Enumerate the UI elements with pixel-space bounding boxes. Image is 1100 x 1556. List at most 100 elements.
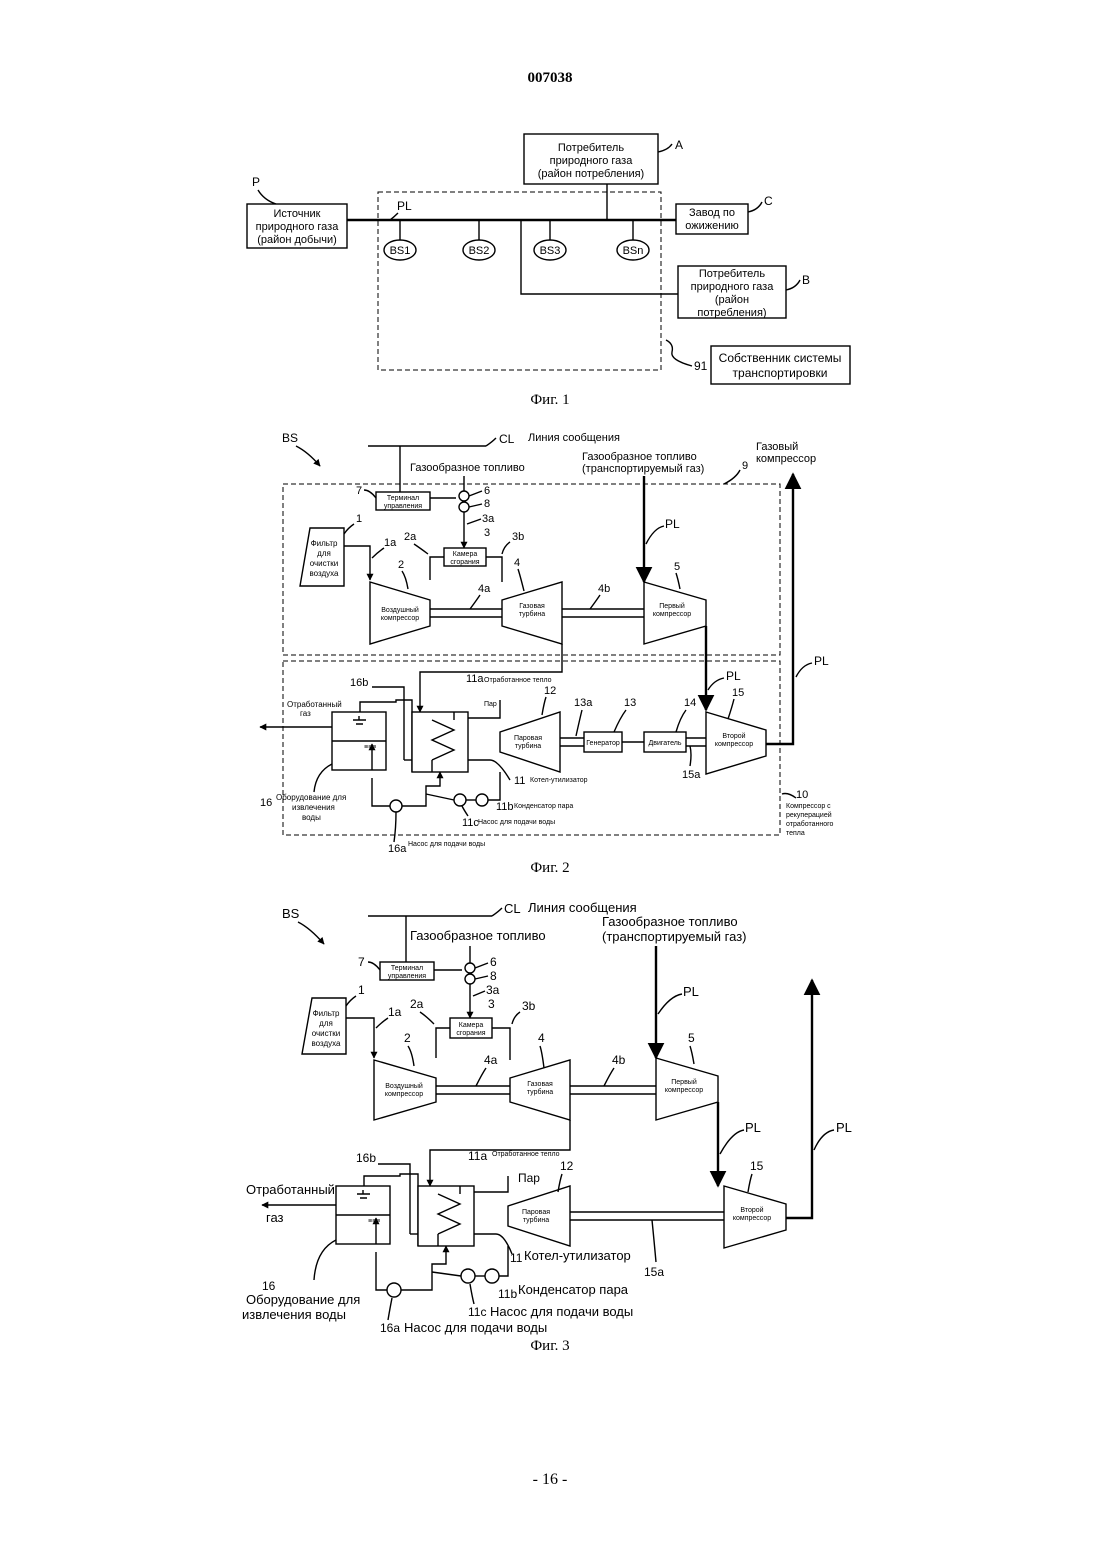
fig2-ref-12: 12 (544, 685, 556, 697)
fig3-water-surface: ≡≡≡ (368, 1218, 380, 1225)
fig3-valve-6 (465, 963, 475, 973)
fig2-ref-9: 9 (742, 460, 748, 472)
fig3-air-compressor (374, 1060, 436, 1120)
fig3-boiler (418, 1186, 474, 1246)
owner-line1: Собственник системы (719, 351, 842, 365)
fig2-second-compressor-1: Второй (722, 732, 745, 740)
consumer-b-line4: потребления) (697, 307, 766, 319)
fig2-condenser-label: Конденсатор пара (514, 803, 573, 810)
fig1-caption: Фиг. 1 (530, 392, 569, 408)
plant-c-line1: Завод по (689, 207, 735, 219)
fig2-air-compressor-2: компрессор (381, 615, 419, 622)
fig3-ref-11c: 11c (468, 1305, 486, 1319)
fig3-ref-pl1: PL (683, 984, 699, 999)
fig2-recup-compressor-2: рекуперацией (786, 811, 832, 819)
fig3-condenser-label: Конденсатор пара (518, 1282, 629, 1297)
fig2-control-terminal-1: Терминал (387, 495, 419, 502)
fig3-pump-11c (461, 1269, 475, 1283)
fig2-water-surface: ≡≡≡ (364, 744, 376, 751)
fig3-comm-line-label: Линия сообщения (528, 900, 637, 915)
figure-1: Потребитель природного газа (район потре… (247, 134, 850, 408)
fig3-fuel-gas: Газообразное топливо (410, 928, 546, 943)
fig3-ref-4b: 4b (612, 1053, 626, 1067)
fig2-ref-pl3: PL (814, 654, 829, 668)
fig2-combustor-2: сгорания (450, 559, 479, 566)
ref-a: A (675, 138, 683, 152)
consumer-a-line1: Потребитель (558, 142, 624, 154)
fig3-combustor-2: сгорания (456, 1030, 485, 1037)
fig3-ref-5: 5 (688, 1031, 695, 1045)
fig2-ref-4: 4 (514, 557, 520, 569)
fig2-feed-pump-label: Насос для подачи воды (478, 819, 555, 826)
fig2-exhaust-gas-2: газ (300, 709, 311, 718)
fig2-recup-compressor-3: отработанного (786, 820, 834, 828)
fig2-ref-3b: 3b (512, 531, 524, 543)
fig3-boiler-label: Котел-утилизатор (524, 1248, 631, 1263)
fig2-second-compressor-2: компрессор (715, 741, 753, 748)
fig2-caption: Фиг. 2 (530, 860, 569, 876)
fig3-ref-12: 12 (560, 1159, 574, 1173)
fig3-ref-16b: 16b (356, 1151, 376, 1165)
fig2-water-recovery-2: извлечения (292, 803, 335, 812)
fig3-exhaust-gas-1: Отработанный (246, 1182, 335, 1197)
fig3-condenser-11b (485, 1269, 499, 1283)
fig2-air-filter-4: воздуха (309, 569, 339, 578)
figure-3: BS CL Линия сообщения Газообразное топли… (242, 900, 852, 1354)
fig2-gas-turbine-2: турбина (519, 610, 545, 618)
fig2-ref-4b: 4b (598, 583, 610, 595)
fig2-generator-label: Генератор (586, 740, 620, 747)
source-p-line3: (район добычи) (257, 234, 337, 246)
fig3-ref-pl2: PL (745, 1120, 761, 1135)
fig2-ref-13: 13 (624, 697, 636, 709)
fig3-ref-11: 11 (510, 1251, 523, 1265)
station-bs1-label: BS1 (390, 245, 411, 257)
consumer-a-line2: природного газа (550, 155, 634, 167)
fig2-ref-2a: 2a (404, 531, 417, 543)
fig3-ref-2: 2 (404, 1031, 411, 1045)
fig3-ref-3: 3 (488, 997, 495, 1011)
fig3-steam-turbine (508, 1186, 570, 1246)
fig3-ref-7: 7 (358, 955, 365, 969)
fig3-ref-bs: BS (282, 906, 300, 921)
source-p-line2: природного газа (256, 221, 340, 233)
fig3-ref-15: 15 (750, 1159, 764, 1173)
fig3-waste-heat: Отработанное тепло (492, 1150, 560, 1158)
fig3-ref-6: 6 (490, 955, 497, 969)
fig3-steam: Пар (518, 1171, 540, 1185)
fig2-valve-8 (459, 502, 469, 512)
fig2-pump-11c (454, 794, 466, 806)
transport-system-boundary (378, 192, 661, 370)
fig2-ref-15: 15 (732, 687, 744, 699)
fig3-ref-cl: CL (504, 901, 521, 916)
fig2-ref-7: 7 (356, 485, 362, 497)
doc-number: 007038 (528, 70, 573, 86)
ref-91: 91 (694, 359, 708, 373)
fig3-ref-11a: 11a (468, 1149, 487, 1163)
fig2-ref-16: 16 (260, 797, 272, 809)
ref-b: B (802, 273, 810, 287)
fig3-valve-8 (465, 974, 475, 984)
fig2-control-terminal-2: управления (384, 503, 422, 510)
fig2-water-recovery-1: Оборудование для (276, 793, 346, 802)
fig3-gas-turbine-2: турбина (527, 1088, 553, 1096)
fig3-ref-4: 4 (538, 1031, 545, 1045)
fig3-ref-1: 1 (358, 983, 365, 997)
fig2-ref-pl1: PL (665, 517, 680, 531)
fig2-gas-compressor-1: Газовый (756, 441, 798, 453)
fig3-combustor-1: Камера (459, 1022, 484, 1029)
booster-stations: BS1 BS2 BS3 BSn (384, 220, 649, 260)
fig2-steam: Пар (484, 701, 497, 708)
fig3-air-compressor-1: Воздушный (385, 1082, 423, 1090)
fig3-ref-4a: 4a (484, 1053, 498, 1067)
fig3-air-filter-1: Фильтр (313, 1009, 340, 1018)
fig2-ref-2: 2 (398, 559, 404, 571)
fig2-ref-16b: 16b (350, 677, 368, 689)
fig3-air-filter-2: для (319, 1019, 333, 1028)
owner-line2: транспортировки (733, 366, 828, 380)
fig2-ref-11: 11 (514, 775, 525, 787)
consumer-b-line1: Потребитель (699, 268, 765, 280)
fig2-first-compressor-2: компрессор (653, 611, 691, 618)
fig3-ref-3a: 3a (486, 983, 500, 997)
ref-p: P (252, 175, 260, 189)
figure-2: BS CL Линия сообщения Газообразное топли… (260, 431, 834, 876)
